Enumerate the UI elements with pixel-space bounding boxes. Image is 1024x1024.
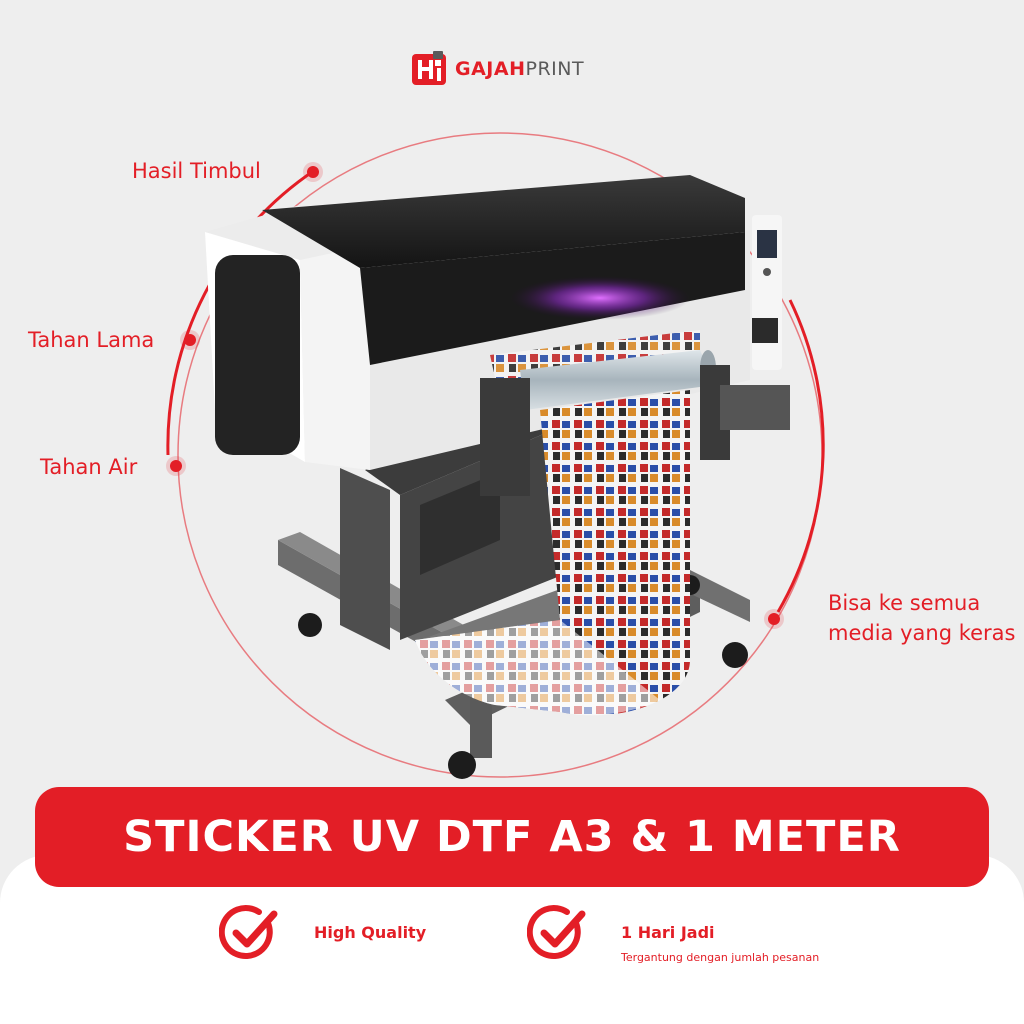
brand-name: GAJAHPRINT (455, 58, 584, 80)
gajahprint-logo-icon (412, 51, 446, 85)
title-banner: STICKER UV DTF A3 & 1 METER (35, 787, 989, 887)
check-circle-icon (219, 905, 278, 959)
callout-media-keras: Bisa ke semua media yang keras (828, 591, 1016, 645)
callout-tahan-lama: Tahan Lama (28, 328, 155, 352)
feature-high-quality: High Quality (314, 923, 427, 942)
check-circle-icon (527, 905, 586, 959)
brand-logo: GAJAHPRINT (412, 51, 584, 87)
callout-dot-tahan-lama (184, 334, 196, 346)
callout-dot-tahan-air (170, 460, 182, 472)
feature-1-hari-jadi-note: Tergantung dengan jumlah pesanan (621, 951, 820, 964)
callout-tahan-air: Tahan Air (40, 455, 138, 479)
brand-name-regular: PRINT (525, 58, 585, 80)
callout-hasil-timbul: Hasil Timbul (132, 159, 261, 183)
callout-dot-media-keras (768, 613, 780, 625)
page-title: STICKER UV DTF A3 & 1 METER (123, 812, 901, 862)
callout-dot-hasil-timbul (307, 166, 319, 178)
feature-1-hari-jadi: 1 Hari Jadi (621, 923, 715, 942)
brand-name-bold: GAJAH (455, 58, 526, 80)
